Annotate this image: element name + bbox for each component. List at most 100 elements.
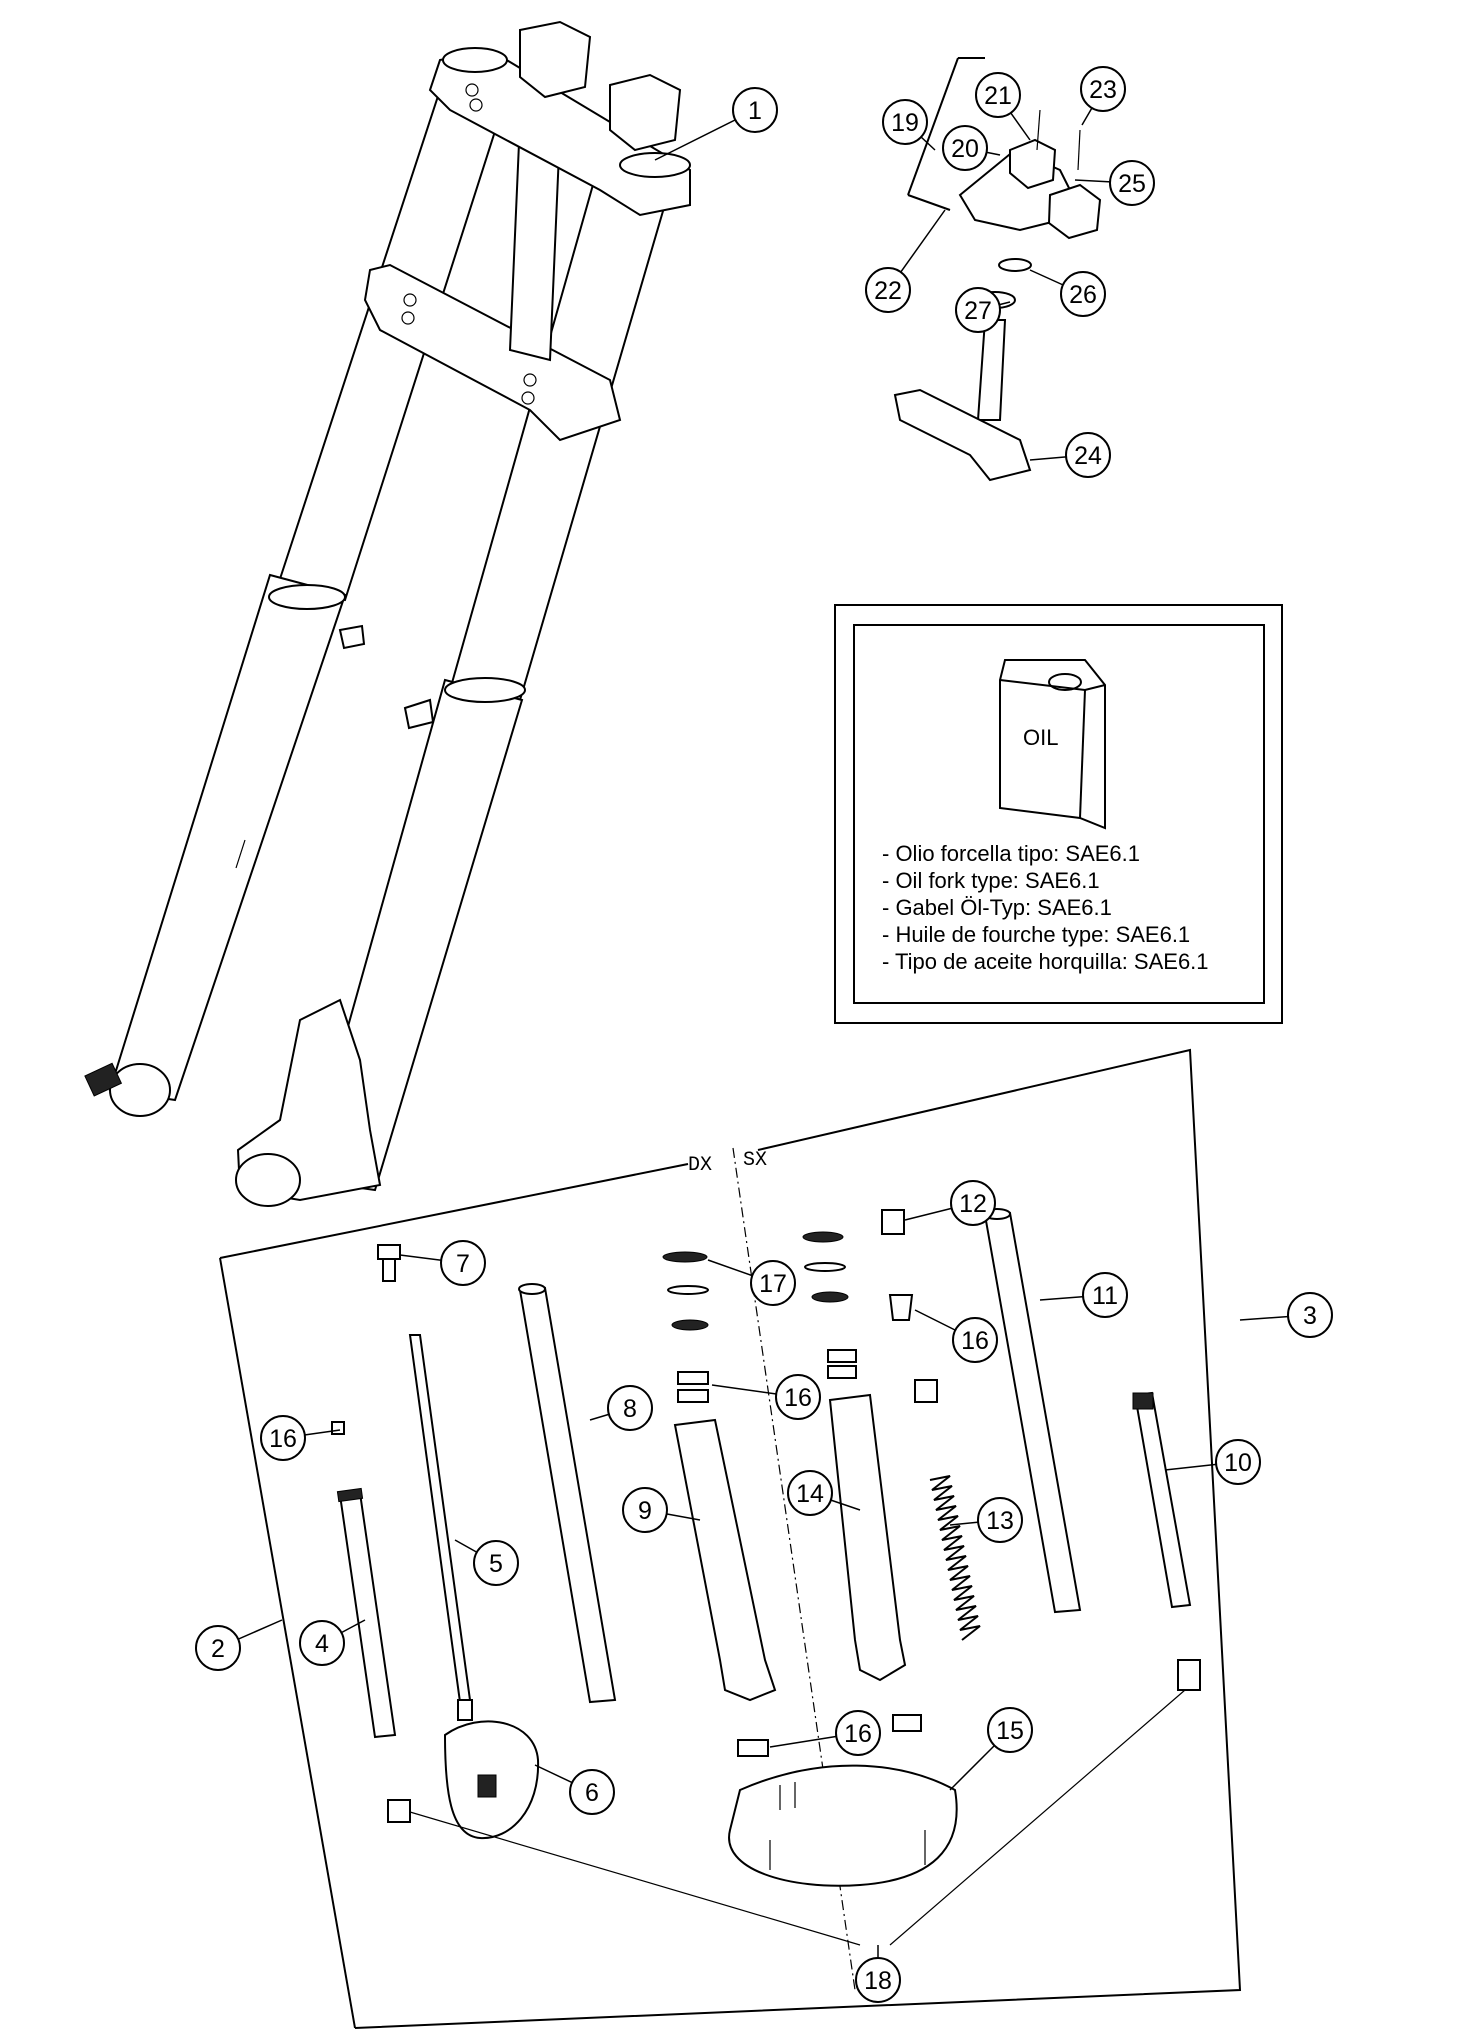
bottom-triple-clamp bbox=[363, 263, 622, 442]
callout-circle bbox=[440, 1240, 486, 1286]
fork-cap-part bbox=[377, 1244, 401, 1260]
seal-ring bbox=[662, 1251, 708, 1263]
left-caliper-lug bbox=[338, 624, 366, 650]
side-mark-sx: SX bbox=[743, 1149, 767, 1172]
callout-20: 20 bbox=[942, 125, 1001, 171]
callout-8: 8 bbox=[589, 1385, 653, 1431]
callout-circle bbox=[882, 99, 928, 145]
cartridge-top bbox=[336, 1487, 364, 1503]
callout-3: 3 bbox=[1239, 1292, 1333, 1338]
callout-number: 23 bbox=[1089, 76, 1117, 104]
bushing-right bbox=[888, 1294, 914, 1321]
clamp-bolt bbox=[523, 373, 537, 387]
callout-5: 5 bbox=[454, 1539, 519, 1586]
callout-9: 9 bbox=[622, 1487, 701, 1533]
clamp-bolt bbox=[521, 391, 535, 405]
oil-note-line-es: - Tipo de aceite horquilla: SAE6.1 bbox=[882, 949, 1209, 974]
callout-6: 6 bbox=[534, 1764, 615, 1815]
callout-25: 25 bbox=[1074, 160, 1155, 206]
bushing bbox=[827, 1349, 857, 1363]
callout-circle bbox=[775, 1374, 821, 1420]
callout-number: 27 bbox=[964, 297, 992, 325]
oil-note-line-en: - Oil fork type: SAE6.1 bbox=[882, 868, 1100, 893]
callout-circle bbox=[750, 1260, 796, 1306]
callout-circle bbox=[787, 1470, 833, 1516]
left-pinch-bolts bbox=[84, 1062, 123, 1097]
callout-circle bbox=[299, 1620, 345, 1666]
right-handlebar-clamp bbox=[609, 73, 682, 152]
callout-number: 22 bbox=[874, 277, 902, 305]
callout-26: 26 bbox=[1029, 269, 1106, 317]
callout-number: 4 bbox=[315, 1630, 329, 1658]
callout-circle bbox=[195, 1625, 241, 1671]
bushing-right bbox=[914, 1379, 938, 1403]
right-axle-lug bbox=[236, 998, 382, 1202]
bushing-small bbox=[331, 1421, 345, 1435]
callout-22: 22 bbox=[865, 209, 946, 313]
clamp-bolt bbox=[403, 293, 417, 307]
inner-tube-left bbox=[518, 1286, 617, 1704]
cartridge-right-top bbox=[1132, 1392, 1154, 1410]
left-dust-seal bbox=[268, 584, 346, 610]
callout-number: 2 bbox=[211, 1635, 225, 1663]
left-axle-boss bbox=[109, 1063, 171, 1117]
callout-number: 8 bbox=[623, 1395, 637, 1423]
callout-24: 24 bbox=[1029, 432, 1111, 478]
callout-circle bbox=[952, 1317, 998, 1363]
callout-circle bbox=[473, 1540, 519, 1586]
clamp-bolt bbox=[469, 98, 483, 112]
callout-circle bbox=[855, 1957, 901, 2003]
right-caliper-lug bbox=[403, 698, 435, 730]
callout-number: 12 bbox=[959, 1190, 987, 1218]
handlebar-riser bbox=[1047, 183, 1102, 240]
seal-ring bbox=[802, 1231, 844, 1243]
callout-number: 16 bbox=[961, 1327, 989, 1355]
callout-circle bbox=[1065, 432, 1111, 478]
callout-circle bbox=[1080, 66, 1126, 112]
callout-18: 18 bbox=[855, 1945, 901, 2003]
oil-can-label: OIL bbox=[1023, 725, 1058, 750]
callout-number: 7 bbox=[456, 1250, 470, 1278]
callout-23: 23 bbox=[1080, 66, 1126, 126]
fork-cap-right bbox=[881, 1209, 905, 1235]
callout-circle bbox=[865, 267, 911, 313]
callout-number: 6 bbox=[585, 1779, 599, 1807]
callout-circle bbox=[1109, 160, 1155, 206]
callout-circle bbox=[607, 1385, 653, 1431]
right-axle-boss bbox=[235, 1153, 301, 1207]
bushing-bottom bbox=[737, 1739, 769, 1757]
callouts: 1234567891011121314151616161617181920212… bbox=[195, 66, 1333, 2003]
callout-circle bbox=[987, 1707, 1033, 1753]
callout-circle bbox=[1215, 1439, 1261, 1485]
callout-number: 16 bbox=[269, 1425, 297, 1453]
callout-number: 19 bbox=[891, 109, 919, 137]
callout-circle bbox=[977, 1497, 1023, 1543]
callout-circle bbox=[1082, 1272, 1128, 1318]
callout-16: 16 bbox=[711, 1374, 821, 1420]
seal-ring bbox=[667, 1285, 709, 1295]
outer-slider-right bbox=[828, 1393, 907, 1682]
callout-number: 16 bbox=[844, 1720, 872, 1748]
callout-circle bbox=[732, 87, 778, 133]
callout-number: 10 bbox=[1224, 1449, 1252, 1477]
callout-circle bbox=[569, 1769, 615, 1815]
callout-number: 3 bbox=[1303, 1302, 1317, 1330]
callout-circle bbox=[955, 287, 1001, 333]
exploded-parts bbox=[331, 1208, 1201, 1946]
callout-4: 4 bbox=[299, 1619, 366, 1666]
callout-circle bbox=[1287, 1292, 1333, 1338]
callout-7: 7 bbox=[399, 1240, 486, 1286]
callout-13: 13 bbox=[949, 1497, 1023, 1543]
bushing bbox=[677, 1389, 709, 1403]
callout-number: 24 bbox=[1074, 442, 1102, 470]
callout-17: 17 bbox=[707, 1259, 796, 1306]
side-mark-dx: DX bbox=[688, 1154, 712, 1177]
hardware-kit-right bbox=[728, 1764, 958, 1887]
callout-14: 14 bbox=[787, 1470, 861, 1516]
fork-cap-part bbox=[382, 1258, 396, 1282]
bolt bbox=[1077, 129, 1081, 171]
exploded-parts-frame: DX SX bbox=[219, 1048, 1242, 2029]
washer bbox=[998, 258, 1032, 272]
callout-number: 1 bbox=[748, 97, 762, 125]
left-handlebar-clamp bbox=[519, 20, 592, 99]
